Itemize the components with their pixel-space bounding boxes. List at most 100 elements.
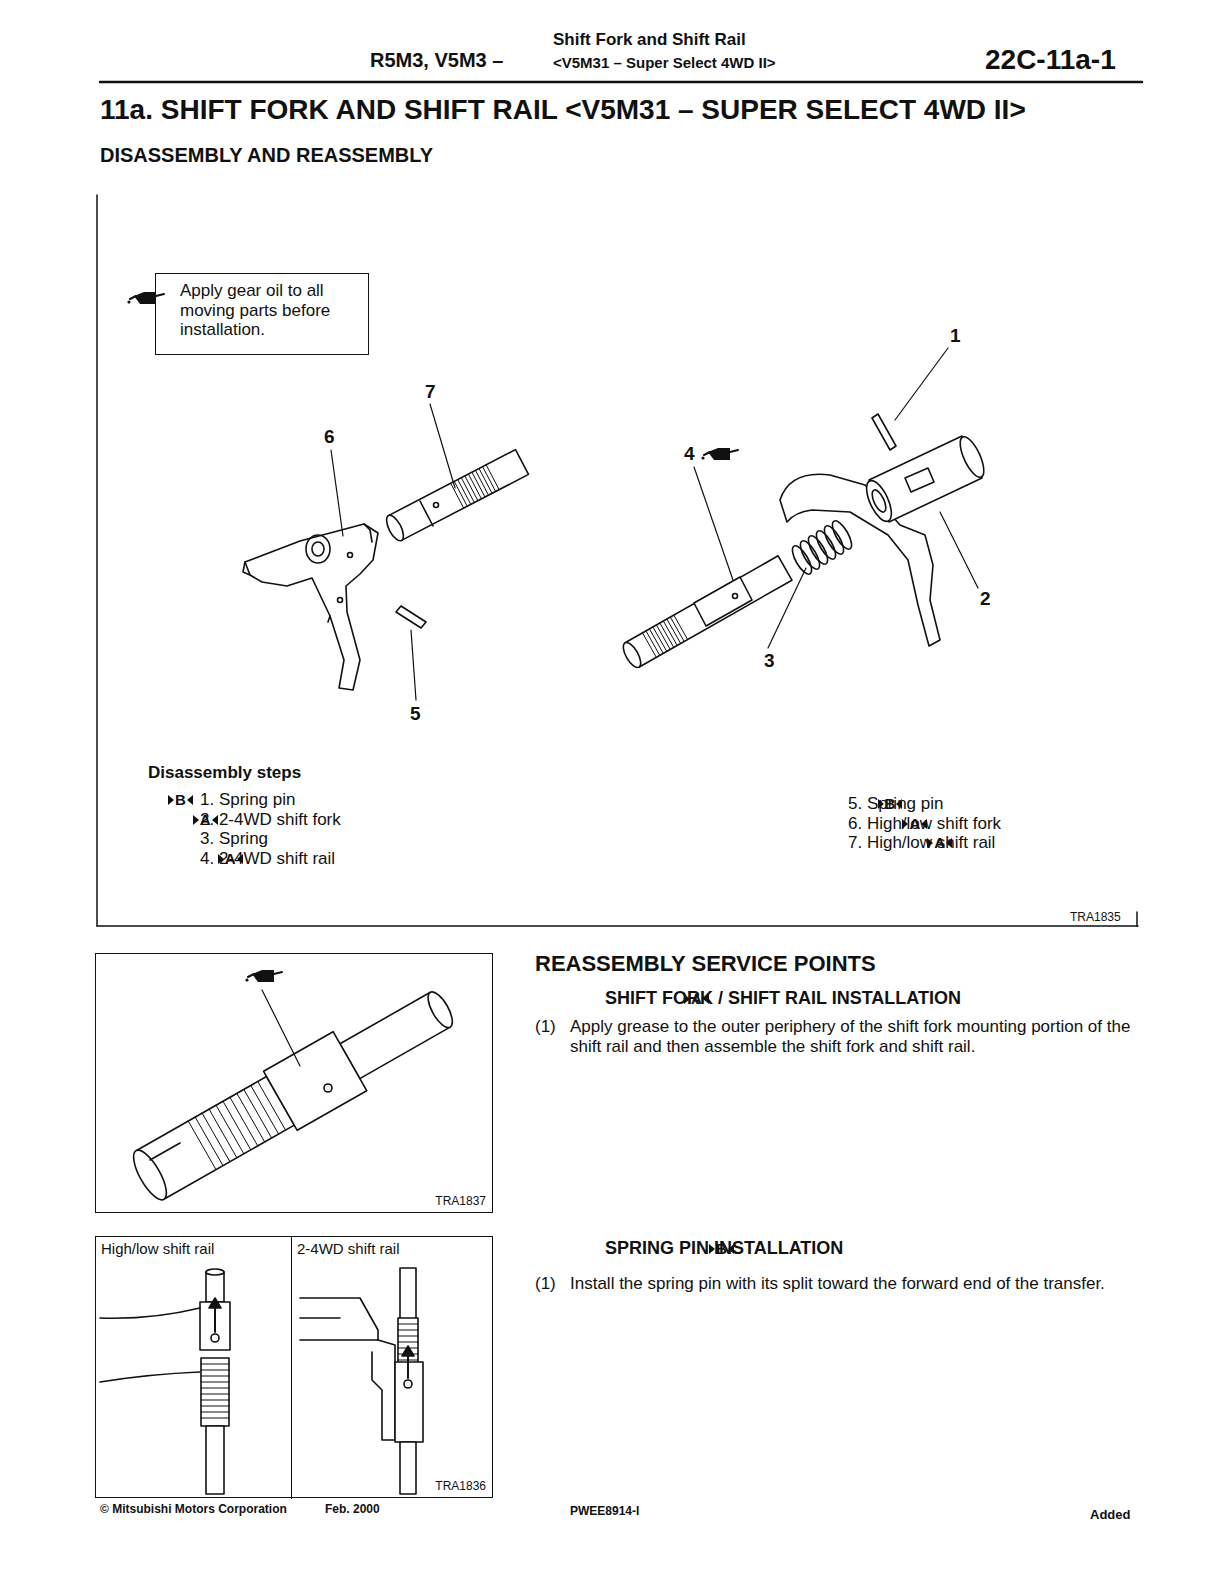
note-box: Apply gear oil to all moving parts befor… bbox=[155, 273, 369, 355]
high-low-rail-detail bbox=[100, 1308, 200, 1382]
spring-drawing bbox=[829, 518, 855, 552]
shift-rail-drawing bbox=[451, 465, 499, 508]
shift-fork-drawing bbox=[338, 598, 343, 603]
box-text: 2-4WD shift rail bbox=[292, 1237, 405, 1260]
leader-line bbox=[331, 348, 978, 700]
callout-number: 3 bbox=[764, 650, 775, 671]
header-rule bbox=[100, 81, 1142, 83]
shift-fork-drawing bbox=[955, 434, 988, 481]
header-text: Shift Fork and Shift Rail bbox=[553, 30, 746, 49]
shift-rail-detail bbox=[150, 1143, 180, 1160]
shift-rail-detail bbox=[188, 1081, 285, 1169]
high-low-rail-detail bbox=[100, 1269, 230, 1494]
figure-cell: High/low shift rail bbox=[96, 1237, 292, 1499]
shift-rail-detail bbox=[127, 1146, 172, 1205]
shift-fork-drawing bbox=[243, 524, 378, 690]
shift-rail-detail bbox=[264, 1032, 367, 1131]
callout-number: 2 bbox=[980, 588, 991, 609]
box-text: TRA1836 bbox=[435, 1480, 486, 1494]
section-heading: DISASSEMBLY AND REASSEMBLY bbox=[100, 144, 433, 166]
shift-fork-drawing bbox=[245, 524, 378, 690]
2-4wd-rail-detail bbox=[400, 1442, 416, 1494]
shift-rail-drawing bbox=[389, 450, 529, 541]
shift-fork-drawing bbox=[306, 535, 330, 563]
step-item: 2. 2-4WD shift fork bbox=[200, 810, 341, 829]
shift-rail-drawing bbox=[733, 594, 738, 599]
figure-frame bbox=[97, 195, 1138, 926]
figure-code: TRA1835 bbox=[1070, 911, 1121, 924]
oil-icon bbox=[245, 970, 282, 982]
box-text: Apply gear oil to all moving parts befor… bbox=[156, 274, 368, 346]
shift-fork-drawing bbox=[243, 524, 372, 622]
spring-pin-drawing bbox=[396, 606, 426, 628]
subheading: SPRING PIN INSTALLATION bbox=[605, 1238, 843, 1258]
2-4wd-rail-detail bbox=[398, 1324, 418, 1360]
leader-line bbox=[411, 630, 416, 700]
step-item: 5. Spring pin bbox=[848, 794, 943, 813]
oil-icon bbox=[701, 448, 738, 460]
shift-fork-drawing bbox=[869, 488, 888, 514]
shift-rail-detail bbox=[127, 988, 457, 1204]
figure-panel: TRA1836 High/low shift rail 2-4WD shift ra… bbox=[95, 1236, 493, 1498]
shift-rail-drawing bbox=[620, 640, 644, 670]
spring-drawing bbox=[821, 523, 847, 557]
2-4wd-rail-detail bbox=[300, 1298, 378, 1340]
instruction-text: Apply grease to the outer periphery of t… bbox=[570, 1017, 1145, 1057]
leader-line bbox=[940, 512, 978, 588]
step-item: 3. Spring bbox=[200, 829, 268, 848]
header-rule bbox=[100, 81, 1142, 84]
spring-drawing bbox=[789, 518, 855, 577]
shift-rail-detail bbox=[324, 1084, 332, 1092]
section-heading: REASSEMBLY SERVICE POINTS bbox=[535, 952, 876, 977]
2-4wd-rail-detail bbox=[372, 1340, 395, 1440]
shift-rail-detail bbox=[262, 990, 300, 1066]
step-item: 4. 2-4WD shift rail bbox=[200, 849, 335, 868]
callout-number: 6 bbox=[324, 426, 335, 447]
figure-frame bbox=[1136, 912, 1138, 926]
spring-pin-drawing bbox=[872, 414, 896, 450]
figure-frame bbox=[97, 925, 1138, 927]
figure-panel: TRA1837 bbox=[95, 953, 493, 1213]
high-low-rail-detail bbox=[206, 1269, 224, 1275]
callout-number: 7 bbox=[425, 381, 436, 402]
step-item: 6. High/low shift fork bbox=[848, 814, 1001, 833]
high-low-rail-detail bbox=[200, 1302, 230, 1350]
leader-line bbox=[768, 568, 806, 648]
shift-rail-drawing bbox=[694, 577, 752, 626]
shift-fork-drawing bbox=[862, 477, 897, 524]
service-mark: B bbox=[168, 792, 193, 809]
shift-fork-drawing bbox=[312, 542, 324, 556]
step-item: 1. Spring pin bbox=[200, 790, 295, 809]
high-low-rail-detail bbox=[211, 1334, 219, 1342]
spring-pin-drawing bbox=[872, 414, 896, 450]
footer-text: © Mitsubishi Motors Corporation bbox=[100, 1503, 287, 1516]
step-number: (1) bbox=[535, 1274, 556, 1293]
high-low-rail-detail bbox=[206, 1426, 224, 1494]
shift-fork-drawing bbox=[780, 434, 989, 646]
oil-icon bbox=[127, 292, 164, 304]
shift-fork-drawing bbox=[348, 553, 353, 558]
shift-rail-drawing bbox=[434, 503, 439, 508]
header-text: <V5M31 – Super Select 4WD II> bbox=[553, 55, 776, 72]
shift-rail-detail bbox=[423, 988, 457, 1031]
spring-pin-drawing bbox=[396, 606, 426, 628]
footer-text: PWEE8914-I bbox=[570, 1505, 639, 1518]
shift-rail-drawing bbox=[383, 513, 407, 543]
box-text: High/low shift rail bbox=[96, 1237, 219, 1260]
callout-number: 4 bbox=[684, 443, 695, 464]
leader-line bbox=[331, 450, 343, 536]
box-text: TRA1837 bbox=[435, 1195, 486, 1209]
callout-number: 5 bbox=[410, 703, 421, 724]
shift-rail-drawing bbox=[420, 501, 433, 526]
2-4wd-rail-detail bbox=[404, 1380, 412, 1388]
shift-rail-drawing bbox=[383, 450, 528, 544]
high-low-rail-detail bbox=[201, 1364, 229, 1418]
page-title: 11a. SHIFT FORK AND SHIFT RAIL <V5M31 – … bbox=[100, 94, 1026, 125]
footer-text: Added bbox=[1090, 1508, 1130, 1523]
2-4wd-rail-detail bbox=[300, 1268, 423, 1494]
figure-frame bbox=[96, 195, 98, 926]
oil-icon bbox=[701, 448, 738, 460]
step-item: 7. High/low shift rail bbox=[848, 833, 995, 852]
leader-line bbox=[430, 404, 455, 488]
